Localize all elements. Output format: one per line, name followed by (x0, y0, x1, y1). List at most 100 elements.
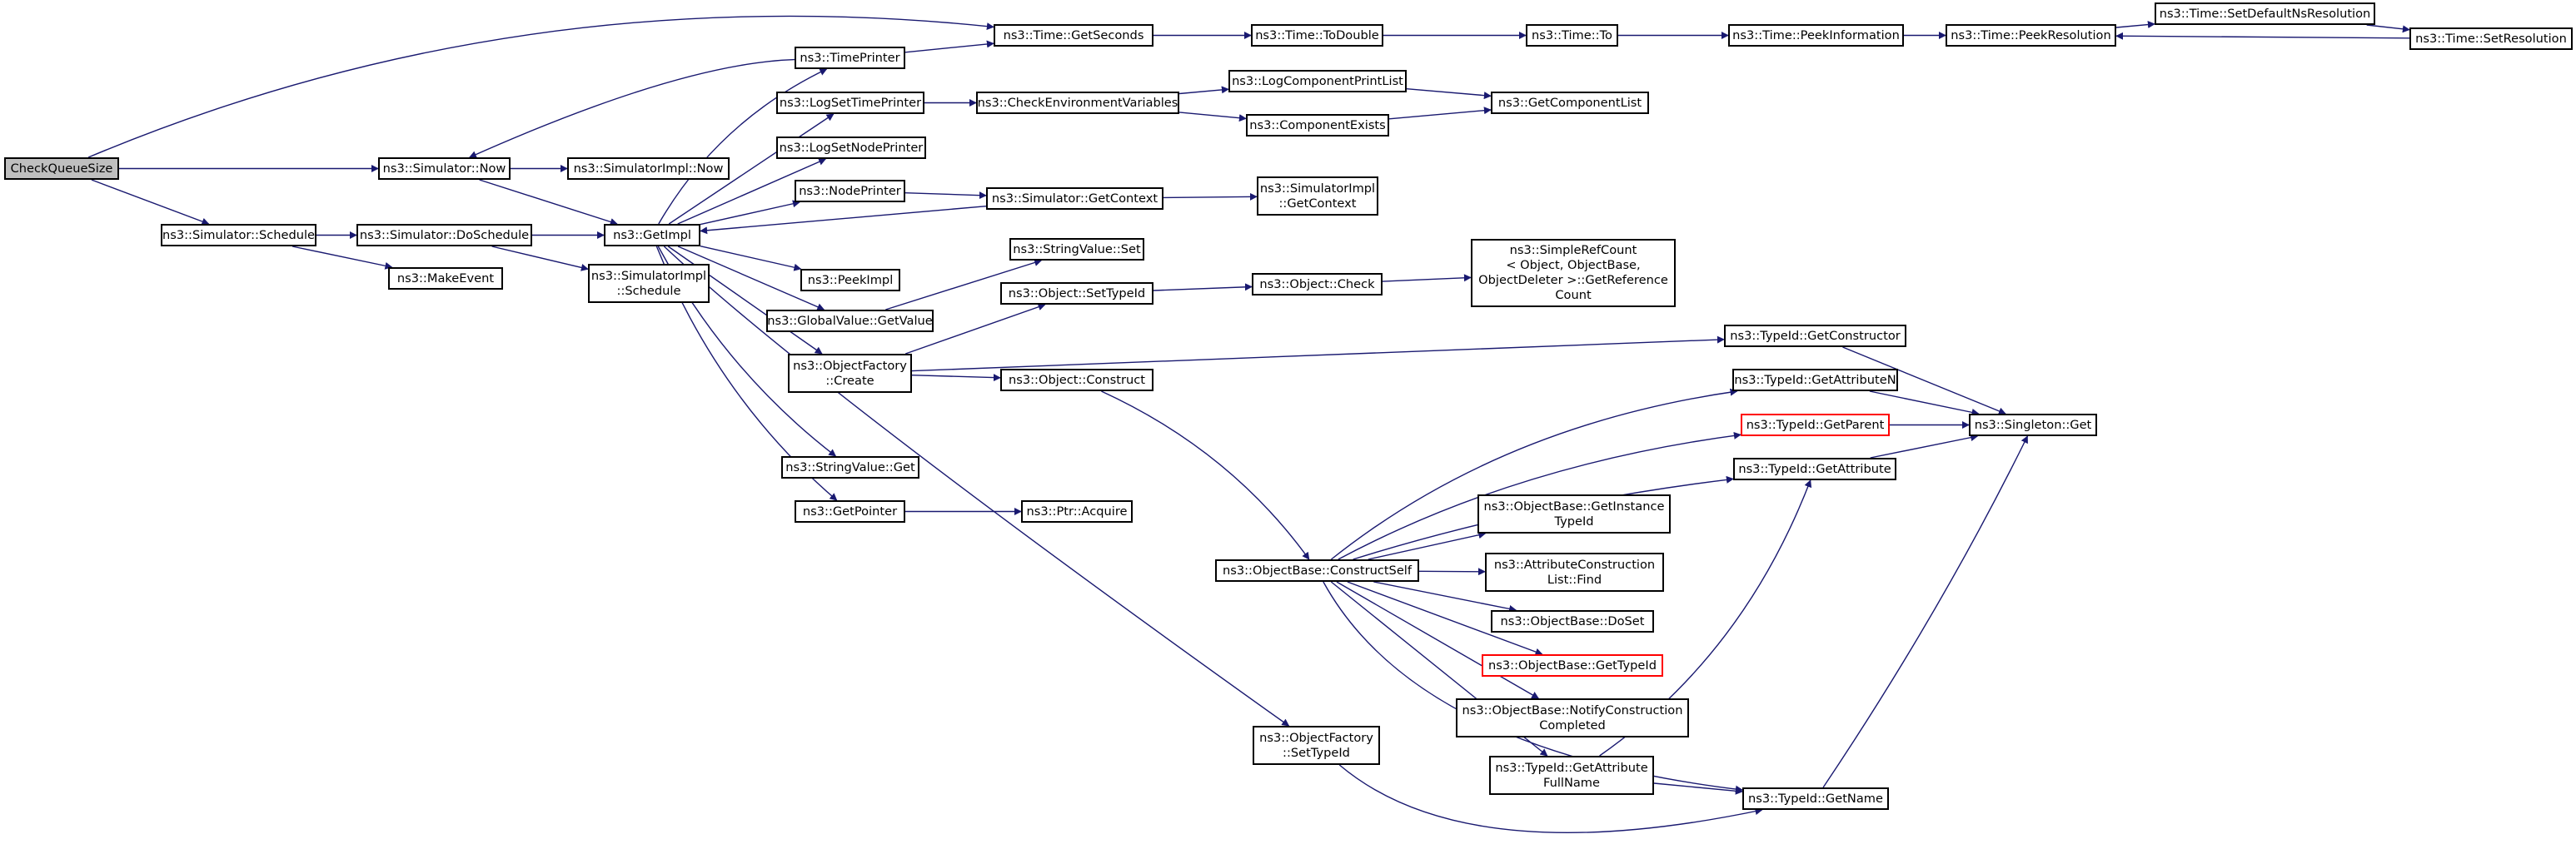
edge-cself-to-doset (1373, 581, 1517, 613)
node-label: ns3::ObjectFactory (1259, 730, 1373, 745)
node-label: ns3::GetComponentList (1497, 95, 1642, 110)
node-label: ns3::ComponentExists (1249, 117, 1386, 132)
edge-cself-to-acfind (1418, 568, 1486, 576)
node-getparent[interactable]: ns3::TypeId::GetParent (1741, 414, 1890, 436)
node-label: ns3::TypeId::GetAttribute (1495, 760, 1648, 775)
edge-doschd-to-simsched (491, 246, 589, 271)
node-setti[interactable]: ns3::Object::SetTypeId (1000, 282, 1153, 305)
node-label: ns3::AttributeConstruction (1493, 557, 1656, 572)
edge-gvget-to-svset (885, 259, 1043, 310)
edge-setti-to-objcheck (1153, 283, 1253, 291)
node-label: ns3::LogComponentPrintList (1232, 73, 1403, 88)
node-lcpl[interactable]: ns3::LogComponentPrintList (1228, 70, 1407, 92)
node-ofcreate[interactable]: ns3::ObjectFactory::Create (788, 354, 912, 393)
node-simnow[interactable]: ns3::SimulatorImpl::Now (567, 157, 730, 180)
edge-getimpl-to-ofsetti (663, 246, 1290, 727)
edge-getctx-to-simctx (1163, 192, 1258, 201)
node-checkenv[interactable]: ns3::CheckEnvironmentVariables (976, 92, 1179, 114)
node-getctx[interactable]: ns3::Simulator::GetContext (986, 187, 1163, 210)
node-label: ::GetContext (1278, 196, 1357, 211)
edge-ofcreate-to-getctor (911, 335, 1725, 372)
edge-getimpl-to-lsnp (677, 158, 827, 225)
node-label: ns3::SimulatorImpl::Now (573, 161, 724, 176)
node-refcnt[interactable]: ns3::SimpleRefCount< Object, ObjectBase,… (1471, 239, 1676, 307)
edge-now-to-getimpl (479, 179, 618, 226)
node-getimpl[interactable]: ns3::GetImpl (604, 224, 700, 246)
node-label: ns3::Time::SetDefaultNsResolution (2159, 6, 2371, 21)
node-doschd[interactable]: ns3::Simulator::DoSchedule (356, 224, 532, 246)
edge-checkenv-to-lcpl (1178, 86, 1229, 95)
node-tprint[interactable]: ns3::TimePrinter (795, 47, 905, 69)
node-getctor[interactable]: ns3::TypeId::GetConstructor (1724, 325, 1906, 347)
node-simsched[interactable]: ns3::SimulatorImpl::Schedule (588, 264, 710, 303)
node-peek[interactable]: ns3::PeekImpl (800, 269, 900, 291)
node-lsnp[interactable]: ns3::LogSetNodePrinter (776, 137, 926, 159)
node-label: CheckQueueSize (10, 161, 113, 176)
node-setres[interactable]: ns3::Time::SetResolution (2409, 27, 2573, 50)
edge-getctx-to-getimpl (700, 206, 987, 235)
edge-compex-to-getcl (1388, 107, 1492, 120)
node-label: ns3::TypeId::GetAttributeN (1734, 372, 1896, 387)
node-getan[interactable]: ns3::TypeId::GetAttributeN (1732, 369, 1898, 391)
node-acquire[interactable]: ns3::Ptr::Acquire (1021, 500, 1133, 523)
node-timeto[interactable]: ns3::Time::To (1526, 24, 1618, 47)
node-gvget[interactable]: ns3::GlobalValue::GetValue (766, 310, 934, 332)
node-construct[interactable]: ns3::Object::Construct (1000, 369, 1153, 391)
node-cself[interactable]: ns3::ObjectBase::ConstructSelf (1215, 559, 1419, 582)
node-label: ns3::Time::PeekResolution (1951, 27, 2111, 42)
node-compex[interactable]: ns3::ComponentExists (1246, 114, 1389, 137)
node-svget[interactable]: ns3::StringValue::Get (781, 456, 919, 479)
node-label: ns3::ObjectBase::ConstructSelf (1223, 563, 1412, 578)
node-label: < Object, ObjectBase, (1506, 258, 1641, 272)
node-label: ns3::Object::Construct (1008, 372, 1146, 387)
node-label: List::Find (1547, 572, 1602, 587)
node-sched[interactable]: ns3::Simulator::Schedule (161, 224, 316, 246)
node-nprint[interactable]: ns3::NodePrinter (795, 180, 905, 202)
node-label: ns3::Time::ToDouble (1255, 27, 1379, 42)
edge-sched-to-mkev (291, 246, 393, 270)
node-todbl[interactable]: ns3::Time::ToDouble (1251, 24, 1383, 47)
node-getcl[interactable]: ns3::GetComponentList (1491, 92, 1649, 114)
node-label: ns3::StringValue::Get (785, 459, 915, 474)
edge-getimpl-to-lstp (668, 113, 835, 225)
node-peekinfo[interactable]: ns3::Time::PeekInformation (1728, 24, 1904, 47)
node-label: ns3::SimulatorImpl (590, 268, 707, 283)
node-label: ns3::GetImpl (613, 227, 691, 242)
node-lstp[interactable]: ns3::LogSetTimePrinter (776, 92, 924, 114)
edge-root-to-getsec (87, 15, 994, 158)
node-setdef[interactable]: ns3::Time::SetDefaultNsResolution (2155, 2, 2375, 25)
node-getattr[interactable]: ns3::TypeId::GetAttribute (1733, 458, 1896, 480)
node-label: ns3::TypeId::GetAttribute (1738, 461, 1891, 476)
node-peekres[interactable]: ns3::Time::PeekResolution (1946, 24, 2116, 47)
node-label: ns3::MakeEvent (396, 271, 495, 286)
edge-getimpl-to-gvget (677, 246, 825, 310)
node-label: ns3::NodePrinter (799, 183, 901, 198)
node-svset[interactable]: ns3::StringValue::Set (1009, 238, 1144, 261)
node-label: ns3::SimpleRefCount (1509, 243, 1637, 257)
node-objcheck[interactable]: ns3::Object::Check (1252, 273, 1383, 295)
node-label: ns3::GetPointer (802, 504, 898, 519)
node-ofsetti[interactable]: ns3::ObjectFactory::SetTypeId (1253, 726, 1380, 765)
node-label: ns3::Simulator::DoSchedule (359, 227, 530, 242)
node-getptr[interactable]: ns3::GetPointer (795, 500, 905, 523)
node-label: ns3::Simulator::Schedule (162, 227, 316, 242)
node-doset[interactable]: ns3::ObjectBase::DoSet (1491, 610, 1654, 633)
node-mkev[interactable]: ns3::MakeEvent (388, 267, 503, 290)
edge-getimpl-to-peek (700, 246, 802, 271)
edge-cself-to-getparent (1338, 431, 1741, 560)
node-getsec[interactable]: ns3::Time::GetSeconds (994, 24, 1153, 47)
node-label: ns3::ObjectBase::DoSet (1500, 613, 1645, 628)
node-singleton[interactable]: ns3::Singleton::Get (1969, 414, 2097, 436)
edge-construct-to-cself (1101, 390, 1310, 560)
edge-nprint-to-getctx (904, 191, 987, 200)
node-label: ns3::LogSetTimePrinter (779, 95, 922, 110)
node-now[interactable]: ns3::Simulator::Now (378, 157, 511, 180)
edge-lcpl-to-getcl (1406, 88, 1492, 100)
node-obgetti[interactable]: ns3::ObjectBase::GetTypeId (1482, 654, 1663, 677)
node-simctx[interactable]: ns3::SimulatorImpl::GetContext (1257, 176, 1378, 216)
node-getname[interactable]: ns3::TypeId::GetName (1742, 787, 1889, 810)
